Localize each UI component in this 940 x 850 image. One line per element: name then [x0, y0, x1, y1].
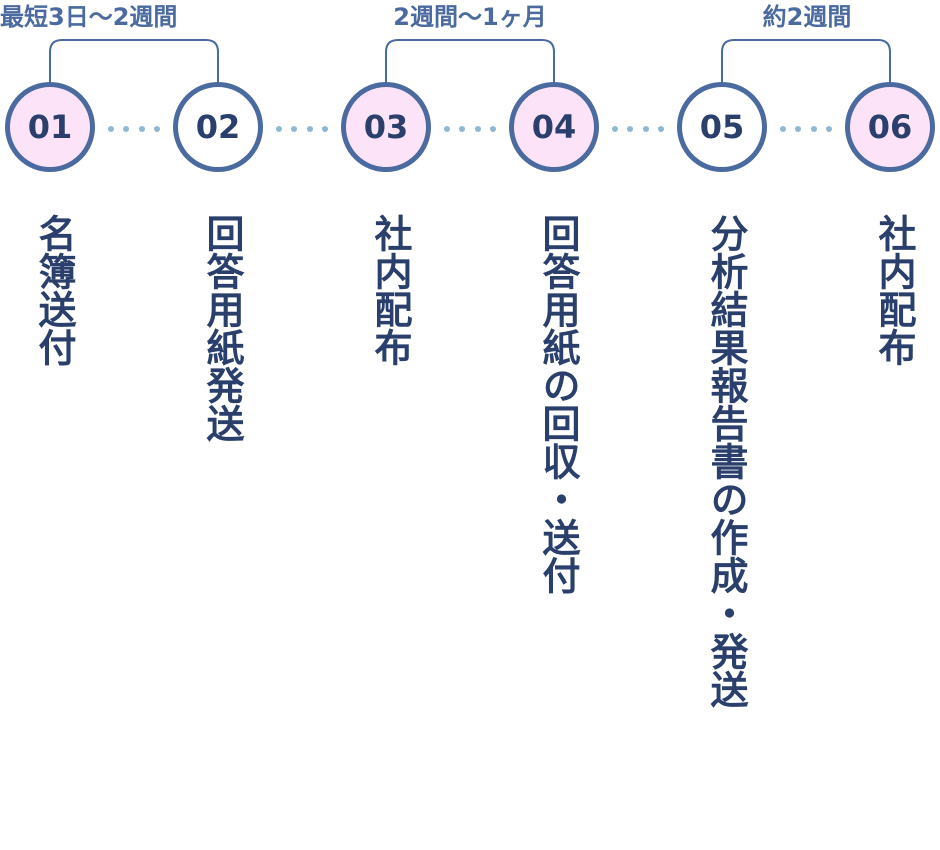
dot — [459, 126, 466, 132]
dot — [642, 126, 649, 132]
dot — [108, 126, 114, 132]
dot — [291, 126, 298, 132]
span-label-1: 最短3日〜2週間 — [0, 3, 178, 31]
dot — [138, 126, 145, 132]
step-circle-04: 04 — [509, 82, 599, 172]
dots-connector-4 — [612, 126, 664, 132]
span-brackets — [49, 39, 891, 82]
span-bracket-1 — [49, 39, 219, 82]
span-bracket-3 — [721, 39, 891, 82]
step-circle-02: 02 — [173, 82, 263, 172]
step-label-03: 社内配布 — [368, 214, 412, 366]
dot — [795, 126, 802, 132]
step-label-04: 回答用紙の回収・送付 — [536, 214, 580, 594]
span-label-2: 2週間〜1ヶ月 — [393, 3, 547, 31]
dot — [825, 126, 832, 132]
step-circle-06: 06 — [845, 82, 935, 172]
dots-connector-2 — [276, 126, 328, 132]
dot — [276, 126, 282, 132]
step-label-06: 社内配布 — [872, 214, 916, 366]
dots-connector-3 — [444, 126, 496, 132]
dot — [489, 126, 496, 132]
dot — [474, 126, 481, 132]
step-circle-01: 01 — [5, 82, 95, 172]
dot — [306, 126, 313, 132]
dot — [444, 126, 450, 132]
step-label-02: 回答用紙発送 — [200, 214, 244, 442]
dot — [810, 126, 817, 132]
dots-connector-1 — [108, 126, 160, 132]
dot — [657, 126, 664, 132]
dot — [612, 126, 618, 132]
dot — [321, 126, 328, 132]
step-label-01: 名簿送付 — [32, 214, 76, 366]
step-label-05: 分析結果報告書の作成・発送 — [704, 214, 748, 708]
dot — [153, 126, 160, 132]
span-label-3: 約2週間 — [762, 3, 852, 31]
step-circle-05: 05 — [677, 82, 767, 172]
step-circle-03: 03 — [341, 82, 431, 172]
dot — [780, 126, 786, 132]
span-bracket-2 — [385, 39, 555, 82]
dot — [627, 126, 634, 132]
dots-connector-5 — [780, 126, 832, 132]
dot — [123, 126, 130, 132]
